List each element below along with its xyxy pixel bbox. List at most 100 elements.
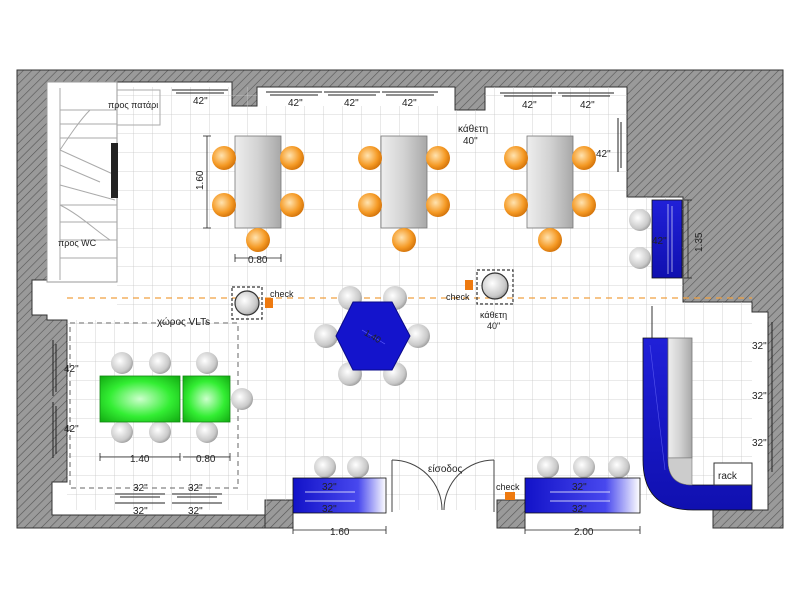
counter-1: 32" 32" 1.60 [292, 456, 387, 538]
check-label: check [270, 289, 294, 299]
bar-table [526, 135, 574, 229]
chair [111, 421, 133, 443]
check-station-2: check κάθετη 40" [446, 269, 514, 331]
dimension-label: 1.60 [330, 527, 350, 538]
vlt-group: 1.40 0.80 [99, 352, 253, 465]
chair [504, 146, 528, 170]
top-screens: 42" 42" 42" 42" 42" 42" [172, 89, 622, 172]
chair [196, 421, 218, 443]
chair [537, 456, 559, 478]
screen-label: 42" [64, 424, 79, 435]
bar-table-group-2 [358, 135, 450, 252]
chair [629, 247, 651, 269]
bar-table [234, 135, 282, 229]
vlt-area-label: χώρος VLTs [157, 316, 210, 328]
vertical-screen-size: 40" [487, 321, 500, 331]
dimension-label: 2.00 [574, 527, 594, 538]
screen: 42" [324, 91, 380, 109]
chair [392, 228, 416, 252]
bottom-screens: 32" 32" 32" 32" [115, 483, 222, 517]
chair [212, 193, 236, 217]
screen-label: 32" [752, 391, 767, 402]
screen: 42" [172, 89, 228, 107]
check-station-1: check [231, 286, 294, 320]
screen-label: 32" [188, 483, 203, 494]
dimension-label: 1.35 [694, 232, 705, 252]
chair [196, 352, 218, 374]
chair [280, 146, 304, 170]
vertical-screen-size: 40" [463, 136, 478, 147]
chair [347, 456, 369, 478]
chair [629, 209, 651, 231]
chair [572, 146, 596, 170]
screen-label: 42" [402, 98, 417, 109]
screen-label: 32" [133, 483, 148, 494]
screen: 42" [558, 92, 614, 111]
chair [111, 352, 133, 374]
chair [608, 456, 630, 478]
screen-label: 42" [522, 100, 537, 111]
chair [573, 456, 595, 478]
screen-label: 42" [64, 364, 79, 375]
vertical-screen-label: κάθετη [480, 310, 507, 320]
chair [314, 324, 338, 348]
screen: 42" [500, 92, 556, 111]
chair [231, 388, 253, 410]
screen-label: 32" [322, 482, 337, 493]
bar-table-group-3 [504, 135, 596, 252]
main-bar: rack [642, 306, 753, 511]
rack-label: rack [718, 471, 738, 482]
screen-label: 42" [580, 100, 595, 111]
vlt-area-boundary [69, 322, 239, 489]
check-label: check [496, 482, 520, 492]
right-wall-unit: 42" 1.35 [629, 199, 705, 279]
chair [149, 352, 171, 374]
screen-label: 32" [752, 341, 767, 352]
chair [426, 193, 450, 217]
dimension-label: 0.80 [248, 255, 268, 266]
chair [538, 228, 562, 252]
counter-2: 32" 32" check 2.00 [496, 456, 641, 538]
chair [572, 193, 596, 217]
screen-label: 42" [344, 98, 359, 109]
hex-table [335, 301, 411, 371]
chair [314, 456, 336, 478]
screen-label: 32" [752, 438, 767, 449]
screen-label: 32" [572, 504, 587, 515]
screen: 42" [382, 91, 438, 109]
staircase: προς πατάρι προς WC [46, 81, 161, 283]
right-screens: 32" 32" 32" [752, 322, 773, 472]
screen-label: 42" [193, 96, 208, 107]
chair [504, 193, 528, 217]
vlt-table [99, 375, 181, 423]
screen-label: 42" [288, 98, 303, 109]
bar-table-group-1 [212, 135, 304, 252]
screen: 42" [596, 118, 622, 172]
screen-label: 42" [652, 236, 667, 247]
dimension-label: 1.40 [130, 454, 150, 465]
chair [406, 324, 430, 348]
dimension-label: 0.80 [196, 454, 216, 465]
to-wc-label: προς WC [58, 238, 97, 248]
vlt-table [182, 375, 231, 423]
hex-table-group: 1.40 [314, 286, 430, 386]
chair [358, 146, 382, 170]
chair [212, 146, 236, 170]
entrance-door [391, 459, 495, 512]
chair [426, 146, 450, 170]
screen-label: 32" [322, 504, 337, 515]
check-label: check [446, 292, 470, 302]
screen: 42" [266, 91, 322, 109]
screen-label: 32" [572, 482, 587, 493]
screen-label: 32" [188, 506, 203, 517]
chair [280, 193, 304, 217]
table-dimensions [203, 135, 282, 262]
chair [358, 193, 382, 217]
vertical-screen-label: κάθετη [458, 123, 488, 135]
chair [246, 228, 270, 252]
chair [149, 421, 171, 443]
left-screens: 42" 42" [52, 340, 79, 458]
screen-label: 32" [133, 506, 148, 517]
entrance-label: είσοδος [428, 463, 463, 475]
